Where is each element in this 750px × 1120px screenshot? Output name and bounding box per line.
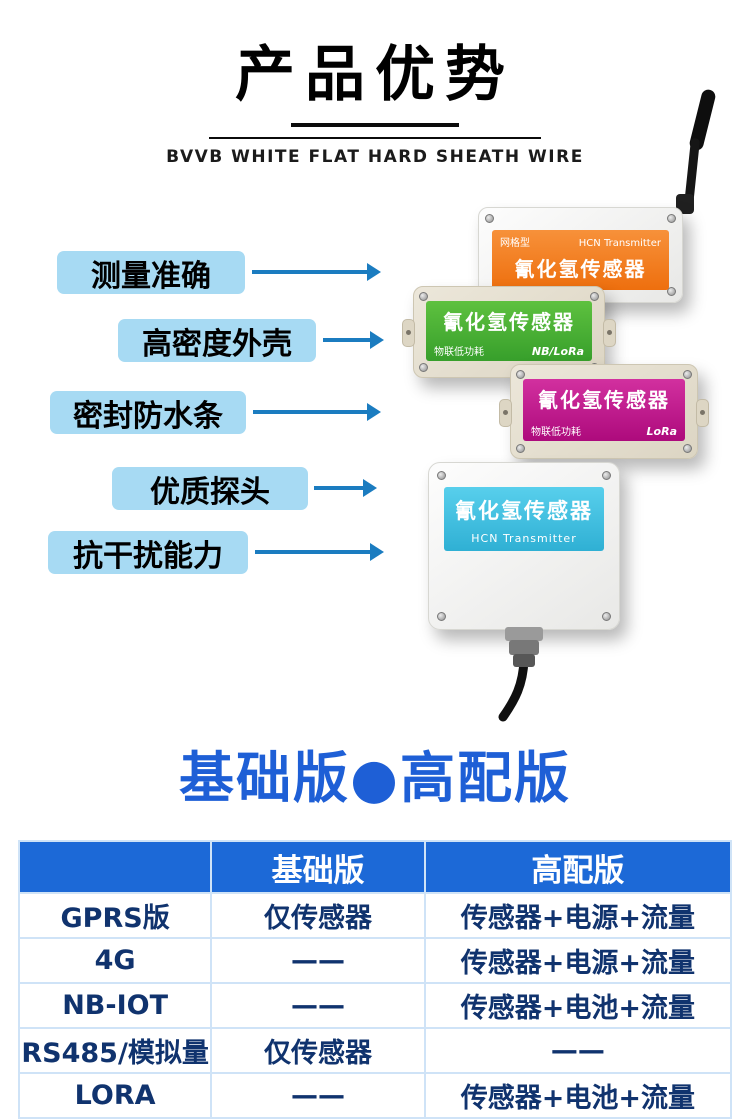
mounting-ear bbox=[603, 319, 616, 347]
cable-gland bbox=[513, 654, 535, 667]
device-name: 氰化氢传感器 bbox=[514, 257, 647, 281]
device-model: HCN Transmitter bbox=[578, 238, 661, 249]
premium-cell: 传感器+电池+流量 bbox=[423, 982, 733, 1029]
device-tag: NB/LoRa bbox=[531, 345, 584, 358]
page-subtitle: BVVB WHITE FLAT HARD SHEATH WIRE bbox=[166, 147, 584, 167]
premium-cell: —— bbox=[423, 1027, 733, 1074]
feature-pill-anti-interference: 抗干扰能力 bbox=[48, 531, 248, 574]
screw-icon bbox=[516, 444, 525, 453]
table-header-premium: 高配版 bbox=[423, 840, 733, 894]
screw-icon bbox=[602, 612, 611, 621]
device-model: HCN Transmitter bbox=[471, 532, 577, 545]
arrow-icon bbox=[255, 543, 384, 561]
basic-cell: —— bbox=[210, 1072, 426, 1119]
device-label: 氰化氢传感器 物联低功耗 LoRa bbox=[523, 379, 685, 441]
screw-icon bbox=[437, 471, 446, 480]
device-tag: LoRa bbox=[646, 425, 677, 438]
page-title: 产品优势 bbox=[235, 40, 515, 110]
row-label: NB-IOT bbox=[17, 982, 213, 1029]
screw-icon bbox=[683, 370, 692, 379]
basic-cell: 仅传感器 bbox=[210, 1027, 426, 1074]
device-label-toprow: 网格型 HCN Transmitter bbox=[492, 232, 669, 252]
screw-icon bbox=[516, 370, 525, 379]
premium-cell: 传感器+电源+流量 bbox=[423, 892, 733, 939]
premium-cell: 传感器+电源+流量 bbox=[423, 937, 733, 984]
row-label: LORA bbox=[17, 1072, 213, 1119]
table-header-row: 基础版 高配版 bbox=[17, 840, 733, 894]
screw-icon bbox=[683, 444, 692, 453]
device-name: 氰化氢传感器 bbox=[538, 388, 670, 412]
device-badge: 网格型 bbox=[500, 238, 530, 249]
arrow-icon bbox=[314, 479, 377, 497]
table-row: RS485/模拟量 仅传感器 —— bbox=[17, 1027, 733, 1074]
device-name: 氰化氢传感器 bbox=[455, 499, 593, 523]
arrow-icon bbox=[323, 331, 384, 349]
screw-icon bbox=[437, 612, 446, 621]
version-section-title: 基础版●高配版 bbox=[179, 746, 571, 810]
arrow-icon bbox=[253, 403, 381, 421]
row-label: 4G bbox=[17, 937, 213, 984]
table-row: LORA —— 传感器+电池+流量 bbox=[17, 1072, 733, 1119]
screw-icon bbox=[419, 363, 428, 372]
device-name: 氰化氢传感器 bbox=[443, 310, 575, 334]
title-divider-thick bbox=[291, 123, 459, 127]
device-tag: 物联低功耗 bbox=[434, 347, 484, 358]
mounting-ear bbox=[696, 399, 709, 427]
basic-cell: —— bbox=[210, 982, 426, 1029]
screw-icon bbox=[667, 287, 676, 296]
basic-cell: 仅传感器 bbox=[210, 892, 426, 939]
feature-pill-waterproof-seal: 密封防水条 bbox=[50, 391, 246, 434]
device-label: 网格型 HCN Transmitter 氰化氢传感器 bbox=[492, 230, 669, 290]
device-tag: 物联低功耗 bbox=[531, 427, 581, 438]
sensor-device-lora: 氰化氢传感器 物联低功耗 LoRa bbox=[499, 364, 709, 459]
table-header-blank bbox=[17, 840, 213, 894]
device-label-bottomrow: 物联低功耗 LoRa bbox=[523, 421, 685, 441]
basic-cell: —— bbox=[210, 937, 426, 984]
premium-cell: 传感器+电池+流量 bbox=[423, 1072, 733, 1119]
title-divider-thin bbox=[209, 137, 541, 139]
mounting-ear bbox=[402, 319, 415, 347]
row-label: RS485/模拟量 bbox=[17, 1027, 213, 1074]
table-header-basic: 基础版 bbox=[210, 840, 426, 894]
table-row: NB-IOT —— 传感器+电池+流量 bbox=[17, 982, 733, 1029]
version-comparison-table: 基础版 高配版 GPRS版 仅传感器 传感器+电源+流量 4G —— 传感器+电… bbox=[17, 840, 733, 1119]
sensor-device-hcn: 氰化氢传感器 HCN Transmitter bbox=[428, 462, 620, 630]
device-label: 氰化氢传感器 HCN Transmitter bbox=[444, 487, 604, 551]
mounting-ear bbox=[499, 399, 512, 427]
device-label-bottomrow: 物联低功耗 NB/LoRa bbox=[426, 341, 592, 361]
feature-pill-accurate-measurement: 测量准确 bbox=[57, 251, 245, 294]
row-label: GPRS版 bbox=[17, 892, 213, 939]
screw-icon bbox=[590, 292, 599, 301]
table-row: 4G —— 传感器+电源+流量 bbox=[17, 937, 733, 984]
cable-gland bbox=[509, 640, 539, 655]
screw-icon bbox=[602, 471, 611, 480]
device-label: 氰化氢传感器 物联低功耗 NB/LoRa bbox=[426, 301, 592, 361]
sensor-device-nb-lora: 氰化氢传感器 物联低功耗 NB/LoRa bbox=[402, 286, 616, 378]
feature-pill-high-density-shell: 高密度外壳 bbox=[118, 319, 316, 362]
screw-icon bbox=[667, 214, 676, 223]
screw-icon bbox=[485, 214, 494, 223]
antenna-joint bbox=[676, 194, 694, 214]
table-row: GPRS版 仅传感器 传感器+电源+流量 bbox=[17, 892, 733, 939]
arrow-icon bbox=[252, 263, 381, 281]
screw-icon bbox=[419, 292, 428, 301]
feature-pill-quality-probe: 优质探头 bbox=[112, 467, 308, 510]
cable-gland bbox=[505, 627, 543, 641]
